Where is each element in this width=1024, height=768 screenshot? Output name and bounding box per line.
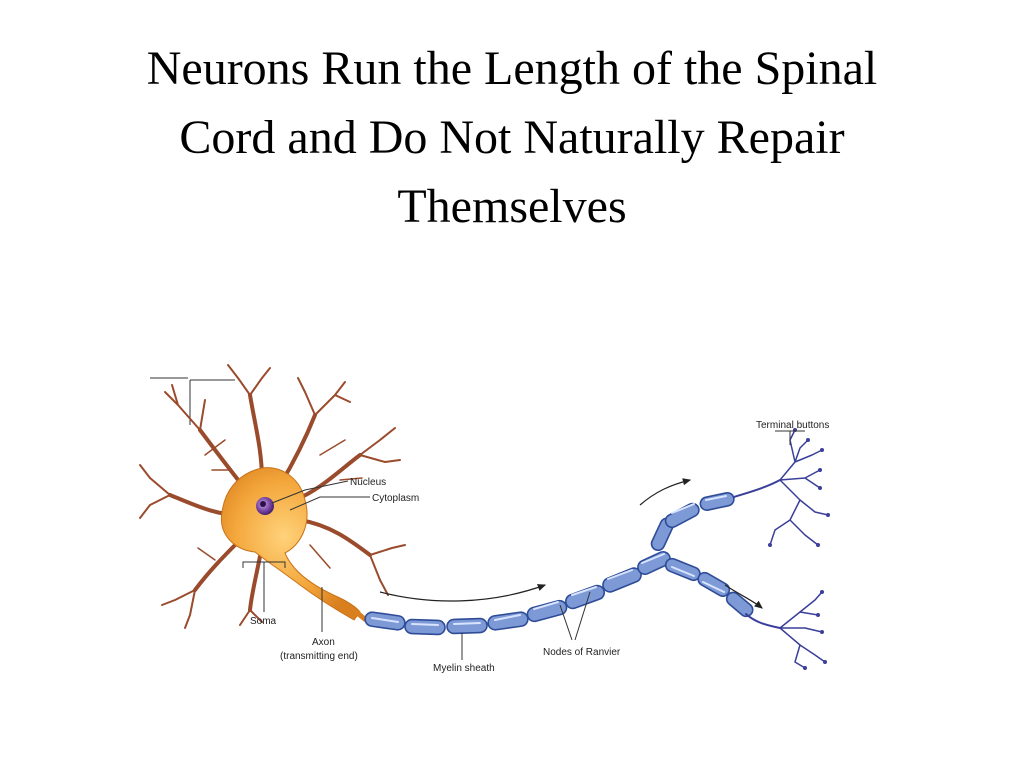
label-axon: Axon [312,637,335,648]
myelin-segment [725,591,754,618]
myelin-segment [699,492,735,511]
myelin-segment [602,567,642,593]
slide-title-line-3: Themselves [397,180,627,233]
label-nucleus: Nucleus [350,477,386,488]
signal-direction-arrow-lower [724,584,763,609]
slide-title-line-1: Neurons Run the Length of the Spinal [146,42,878,95]
terminal-leader-line [775,430,805,445]
myelin-segment [664,557,701,582]
label-terminal-buttons: Terminal buttons [756,420,829,431]
soma-bracket [242,561,286,612]
myelin-segment [697,571,731,597]
terminal-branches-upper [733,428,830,547]
signal-direction-arrow-upper [639,478,692,506]
nucleus-leader-line [271,480,349,504]
terminal-branches-lower [745,590,827,670]
label-nodes-of-ranvier: Nodes of Ranvier [543,647,621,658]
myelin-sheath [364,492,754,636]
dendrite-bracket-line [150,377,235,425]
cytoplasm-leader-line [289,496,370,511]
myelin-segment [446,617,488,635]
label-axon-subtitle: (transmitting end) [280,651,358,662]
label-soma: Soma [250,616,277,627]
signal-direction-arrow [379,584,547,602]
slide-title-line-2: Cord and Do Not Naturally Repair [179,111,845,164]
myelin-segment [404,618,446,636]
nodes-leader-line [559,591,591,641]
slide-title: Neurons Run the Length of the Spinal Cor… [40,34,984,241]
myelin-segment [637,550,671,576]
myelin-segment [664,502,700,529]
label-myelin-sheath: Myelin sheath [433,663,495,674]
myelin-segment [487,611,529,631]
label-cytoplasm: Cytoplasm [372,493,419,504]
nucleolus [260,501,266,507]
soma-cell-body [220,467,361,621]
